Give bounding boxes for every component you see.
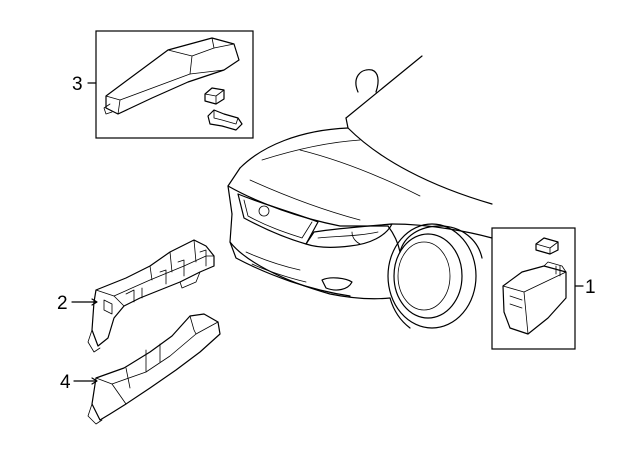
callout-1: 1 (585, 277, 596, 298)
cover-clip[interactable] (204, 87, 225, 105)
cover-bracket[interactable] (207, 109, 243, 131)
callout-3: 3 (72, 74, 83, 95)
fuse-box-cover[interactable] (103, 37, 240, 115)
lower-bracket[interactable] (87, 313, 221, 425)
part-3-group[interactable]: 3 (72, 30, 254, 139)
callout-4: 4 (60, 372, 71, 393)
relay-block[interactable] (87, 239, 215, 353)
part-1-box (491, 227, 576, 350)
module-fuse[interactable] (535, 237, 559, 255)
part-2-group[interactable]: 2 (57, 239, 215, 353)
leader-4-arrow (91, 377, 98, 385)
leader-2-arrow (91, 298, 98, 306)
part-1-group[interactable]: 1 (491, 227, 596, 350)
callout-2: 2 (57, 293, 68, 314)
part-4-group[interactable]: 4 (60, 313, 221, 425)
control-module[interactable] (502, 261, 567, 335)
car-front (227, 55, 493, 329)
part-3-box (95, 30, 254, 139)
